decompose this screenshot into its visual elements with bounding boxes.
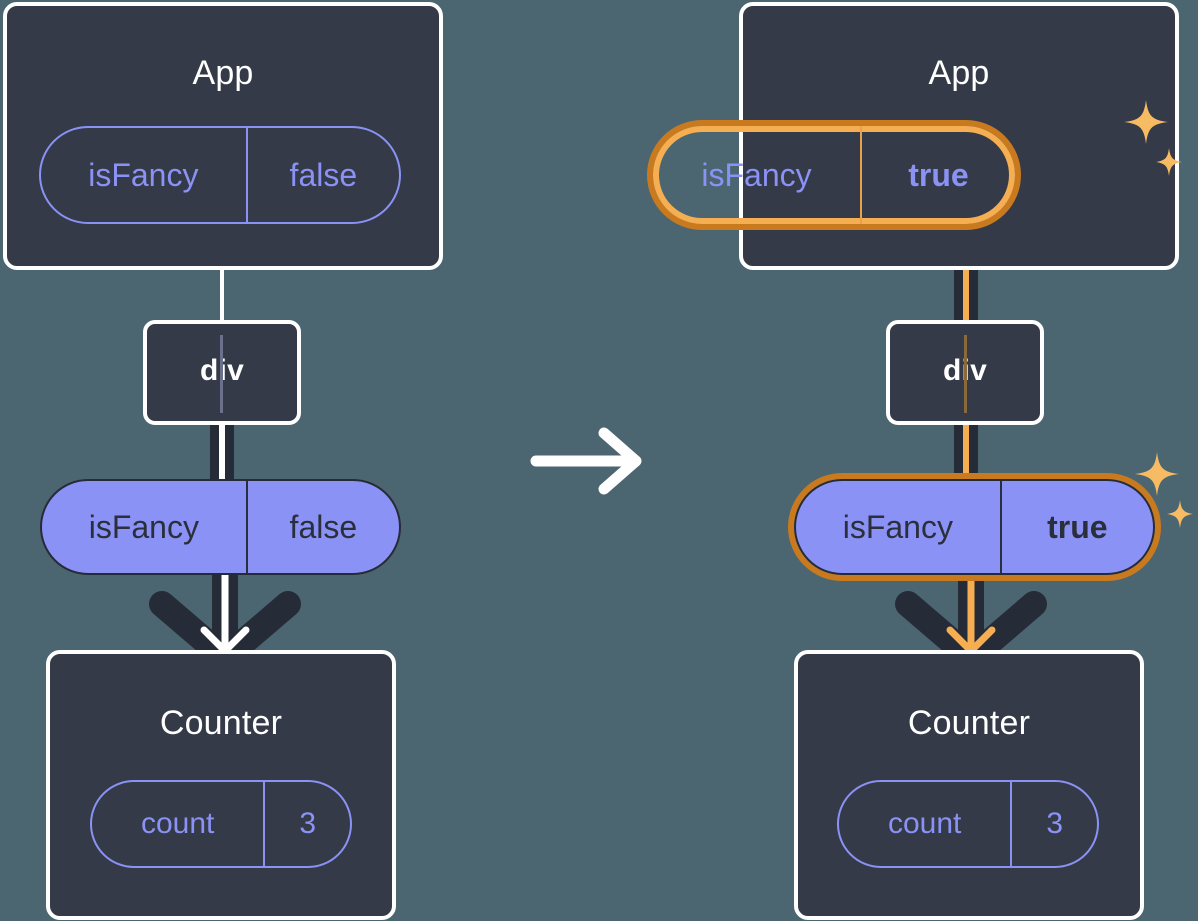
connector-core [219,420,225,490]
state-value: false [245,128,399,222]
prop-value: false [245,481,399,573]
state-key: isFancy [701,156,812,193]
component-title-counter: Counter [907,704,1031,742]
component-title-app: App [192,54,254,92]
panel-after: App isFancy true div isFancy true [599,0,1198,921]
prop-key: isFancy [88,508,199,545]
prop-pill-isfancy[interactable]: isFancy false [40,479,401,575]
component-box-counter[interactable]: Counter [794,650,1144,920]
prop-pill-isfancy[interactable]: isFancy true [794,479,1155,575]
connector-through-div [220,335,223,413]
panel-before: App isFancy false div isFancy false [3,2,443,920]
prop-key: isFancy [842,508,953,545]
state-pill-count[interactable]: count 3 [90,780,352,868]
state-pill-isfancy-app[interactable]: isFancy false [39,126,401,224]
state-value: true [860,126,1015,224]
prop-value: true [999,481,1153,573]
highlight-ring-app-state [647,120,1021,230]
state-value: 3 [1010,782,1097,866]
connector-app-to-div [220,268,224,324]
state-key: count [887,807,962,840]
connector-core [963,420,969,490]
arrow-right-icon [530,427,642,495]
connector-through-div [964,335,967,413]
state-key: isFancy [88,156,199,193]
sparkles-icon [1124,100,1182,176]
state-pill-isfancy-app[interactable]: isFancy true [653,126,1015,224]
sparkles-icon [1135,452,1193,528]
state-value: 3 [263,782,350,866]
state-pill-count[interactable]: count 3 [837,780,1099,868]
component-title-counter: Counter [159,704,283,742]
connector-core [963,248,969,326]
state-key: count [140,807,215,840]
component-title-app: App [928,54,990,92]
